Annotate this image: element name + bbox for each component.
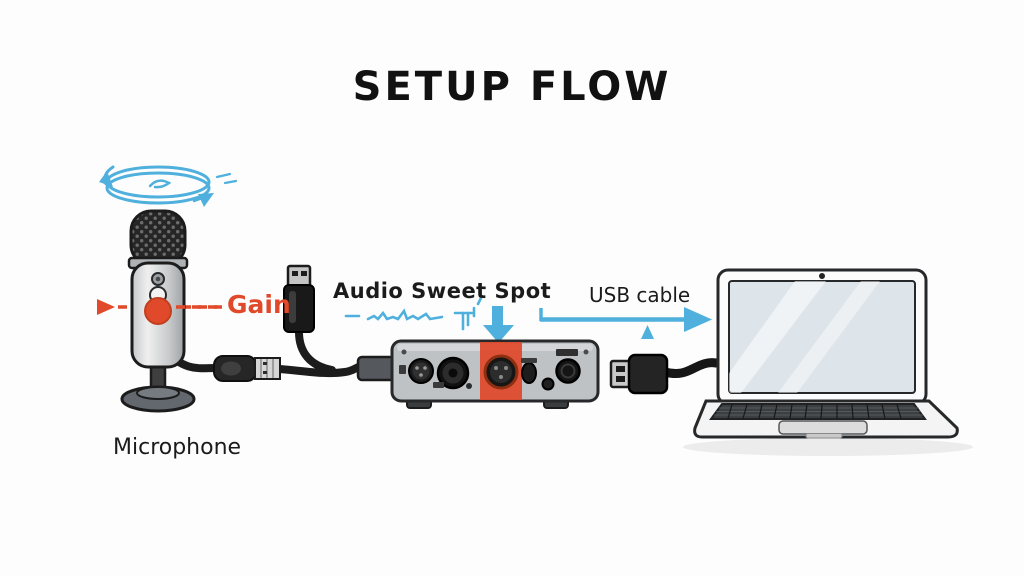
- gain-knob: [144, 297, 172, 325]
- waveform-icon: [344, 296, 483, 331]
- xlr-input-2: [436, 356, 472, 390]
- microphone-label: Microphone: [113, 435, 242, 460]
- webcam-icon: [819, 273, 825, 279]
- xlr-connector: [213, 355, 281, 382]
- rotation-icon: [99, 165, 238, 207]
- diagram-title: SETUP FLOW: [352, 64, 672, 110]
- usb-plug-horizontal-icon: [609, 353, 721, 395]
- usb-arrow: [539, 307, 712, 339]
- microphone-illustration: [120, 209, 222, 413]
- laptop-illustration: [683, 268, 973, 456]
- xlr-input-1: [408, 358, 434, 384]
- audio-interface-illustration: [390, 339, 600, 409]
- usb-plug-upright-icon: [283, 264, 315, 333]
- interface-button: [521, 362, 537, 384]
- interface-volume-knob: [555, 358, 581, 384]
- laptop-notch: [805, 433, 843, 439]
- sweet-spot-label: Audio Sweet Spot: [333, 279, 552, 303]
- laptop-trackpad: [778, 420, 868, 435]
- usb-cable-label: USB cable: [589, 283, 691, 307]
- xlr-input-highlighted: [483, 354, 519, 390]
- gain-label: Gain: [227, 290, 291, 319]
- interface-mini-knob: [541, 377, 555, 391]
- laptop-keyboard: [709, 403, 927, 420]
- down-arrow-icon: [483, 306, 514, 343]
